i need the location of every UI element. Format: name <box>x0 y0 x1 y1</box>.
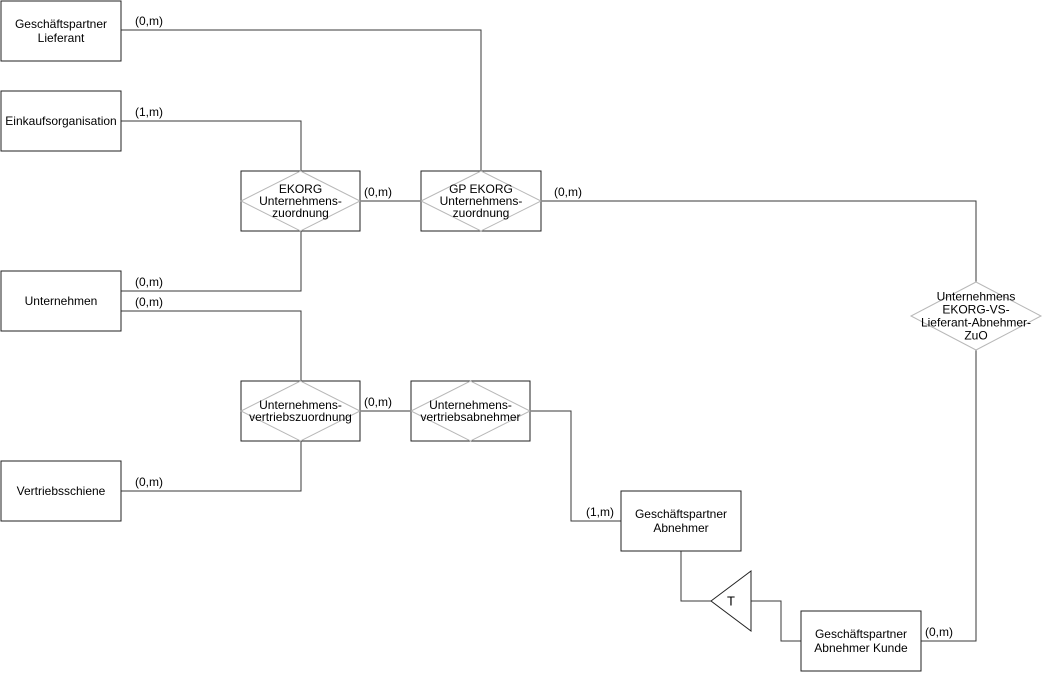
connector-lines <box>121 29 977 642</box>
label-line: ZuO <box>964 329 987 343</box>
cardinality-labels: (0,m) (1,m) (0,m) (0,m) (0,m) (0,m) (0,m) (0,m)… <box>135 14 953 639</box>
line-unternehmen-to-vertriebszuordnung <box>121 310 302 381</box>
cardinality-gp-abnehmer: (1,m) <box>586 505 614 519</box>
entity-box <box>620 490 742 552</box>
label-line: Geschäftspartner <box>15 17 107 31</box>
entity-box <box>800 610 922 672</box>
relationship-backdrop <box>911 282 1041 350</box>
label-line: Unternehmens- <box>259 398 342 412</box>
entity-box <box>0 460 122 522</box>
label-line: Einkaufsorganisation <box>5 114 116 128</box>
line-vertriebsschiene-to-vertriebszuordnung <box>121 441 302 492</box>
line-einkaufsorganisation-to-ekorg <box>121 120 302 171</box>
relationship-diamond <box>409 380 532 442</box>
label-line: EKORG <box>279 182 322 196</box>
label-line: vertriebszuordnung <box>249 410 352 424</box>
line-kunde-to-zuo <box>921 350 977 642</box>
line-gp-ekorg-to-zuo <box>541 200 977 282</box>
relationship-diamond <box>239 170 362 232</box>
cardinality-gp-abnehmer-kunde: (0,m) <box>925 625 953 639</box>
line-gp-abnehmer-to-triangle <box>680 550 711 602</box>
relationship-diamond <box>239 380 362 442</box>
cardinality-unternehmen-bottom: (0,m) <box>135 295 163 309</box>
line-gp-lieferant-to-gp-ekorg <box>121 29 482 171</box>
label-line: Abnehmer Kunde <box>814 641 908 655</box>
entity-box <box>0 0 122 62</box>
label-line: Geschäftspartner <box>815 627 907 641</box>
relationship-diamond <box>419 170 543 232</box>
label-line: Unternehmens- <box>259 194 342 208</box>
relationship-box <box>240 380 361 442</box>
entity-einkaufsorganisation: Einkaufsorganisation <box>0 90 122 152</box>
entities: GeschäftspartnerLieferantEinkaufsorganis… <box>0 0 922 672</box>
label-line: Vertriebsschiene <box>17 484 106 498</box>
line-vertriebsabnehmer-to-gp-abnehmer <box>530 410 621 522</box>
relationship-diamond <box>909 281 1043 351</box>
relationship-unternehmensvertriebszuordnung: Unternehmens-vertriebszuordnung <box>239 380 362 442</box>
line-unternehmen-to-ekorg <box>121 231 302 292</box>
entity-unternehmen: Unternehmen <box>0 270 122 332</box>
label-line: zuordnung <box>453 206 510 220</box>
label-line: Lieferant <box>38 31 85 45</box>
label-line: Abnehmer <box>653 521 708 535</box>
label-line: GP EKORG <box>449 182 513 196</box>
cardinality-vertriebsschiene: (0,m) <box>135 475 163 489</box>
cardinality-vertriebszuordnung-to-abnehmer: (0,m) <box>364 395 392 409</box>
label-line: Unternehmens- <box>440 194 523 208</box>
relationship-box <box>240 170 361 232</box>
cardinality-gp-ekorg-to-zuo: (0,m) <box>554 185 582 199</box>
label-line: EKORG-VS- <box>942 303 1009 317</box>
specialization-triangle: T <box>710 570 752 632</box>
label-line: vertriebsabnehmer <box>420 410 520 424</box>
line-triangle-to-kunde <box>751 600 801 642</box>
label-line: Unternehmens <box>937 290 1016 304</box>
cardinality-einkaufsorganisation: (1,m) <box>135 105 163 119</box>
cardinality-unternehmen-top: (0,m) <box>135 275 163 289</box>
label-line: Geschäftspartner <box>635 507 727 521</box>
cardinality-ekorg-to-gp-ekorg: (0,m) <box>364 185 392 199</box>
label-line: Unternehmen <box>25 294 98 308</box>
entity-box <box>0 270 122 332</box>
specialization-label: T <box>727 594 735 609</box>
triangle-shape <box>710 570 752 632</box>
entity-box <box>0 90 122 152</box>
relationship-unternehmensvertriebsabnehmer: Unternehmens-vertriebsabnehmer <box>409 380 532 442</box>
label-line: Unternehmens- <box>429 398 512 412</box>
specialization: T <box>710 570 752 632</box>
relationship-unternehmens-ekorg-vs-zuo: UnternehmensEKORG-VS-Lieferant-Abnehmer-… <box>909 281 1043 351</box>
cardinality-gp-lieferant: (0,m) <box>135 14 163 28</box>
label-line: Lieferant-Abnehmer- <box>921 316 1031 330</box>
entity-vertriebsschiene: Vertriebsschiene <box>0 460 122 522</box>
label-line: zuordnung <box>272 206 329 220</box>
